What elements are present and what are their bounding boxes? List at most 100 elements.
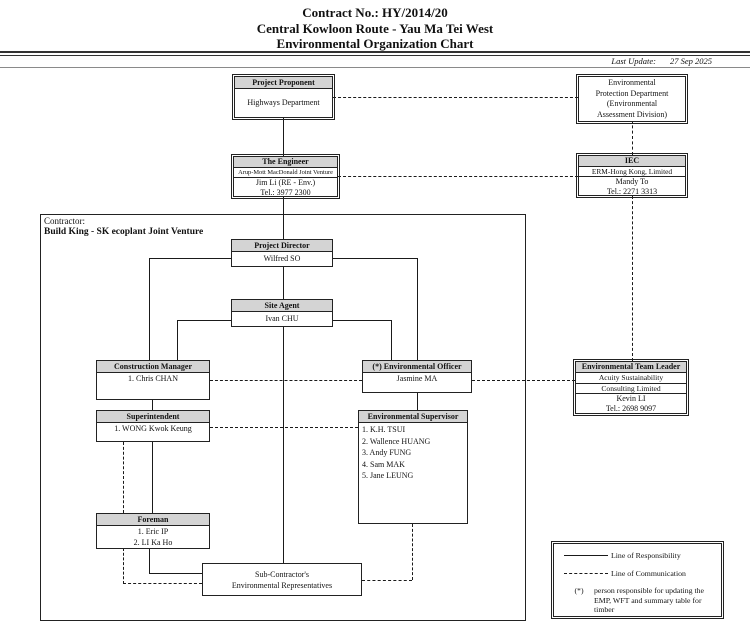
box-iec-contact: Mandy To [615,177,649,186]
last-update-value: 27 Sep 2025 [669,56,712,66]
legend-responsibility-label: Line of Responsibility [611,551,681,560]
contractor-name: Build King - SK ecoplant Joint Venture [44,227,204,237]
subcontractor-line-2: Environmental Representatives [231,581,333,590]
contractor-label-title: Contractor: [44,216,85,226]
box-etl-contact: Kevin LI [616,394,646,403]
box-site-agent: Site Agent Ivan CHU [231,299,333,327]
connector-pd-left-h [149,258,231,259]
box-environmental-officer-name: Jasmine MA [396,374,438,383]
dashed-subcontractor-es [362,580,412,581]
box-iec-tel: Tel.: 2271 3313 [606,187,658,196]
contractor-label: Contractor: Build King - SK ecoplant Joi… [44,216,203,238]
epd-line-3: (Environmental [606,99,658,108]
box-iec-firm: ERM-Hong Kong, Limited [579,167,685,177]
box-construction-manager: Construction Manager 1. Chris CHAN [96,360,210,400]
box-engineer-firm: Arup-Mott MacDonald Joint Venture [234,168,337,178]
connector-sa-left-h [177,320,231,321]
connector-pp-engineer [283,118,284,156]
box-project-director-header: Project Director [232,240,332,252]
connector-siteagent-subcontractor [283,327,284,563]
legend-asterisk-row: (*) person responsible for updating the … [564,586,715,615]
box-foreman: Foreman 1. Eric IP 2. LI Ka Ho [96,513,210,549]
connector-foreman-down [149,548,150,573]
contract-number: Contract No.: HY/2014/20 [302,5,448,20]
legend-box: Line of Responsibility Line of Communica… [551,541,724,619]
box-project-proponent-body: Highways Department [247,98,320,107]
legend-communication-row: Line of Communication [564,569,715,579]
connector-cm-superintendent [152,400,153,410]
connector-superintendent-foreman [152,442,153,513]
box-engineer-tel: Tel.: 3977 2300 [260,188,311,197]
connector-sa-eo-v [391,320,392,360]
box-project-proponent: Project Proponent Highways Department [232,74,335,120]
box-etl-firm-2: Consulting Limited [576,384,686,394]
box-foreman-header: Foreman [97,514,209,526]
box-etl-firm-1: Acuity Sustainability [576,373,686,384]
box-site-agent-header: Site Agent [232,300,332,312]
dashed-superintendent-es [210,427,358,428]
dashed-iec-etl [632,196,633,361]
dashed-into-subcontractor [123,583,202,584]
dashed-line-sample [564,572,608,574]
box-iec: IEC ERM-Hong Kong, Limited Mandy To Tel.… [576,153,688,198]
connector-engineer-pd [283,197,284,239]
dashed-superintendent-down-lower [123,548,124,584]
connector-sa-right-h [333,320,391,321]
box-subcontractor-representatives: Sub-Contractor's Environmental Represent… [202,563,362,596]
es-member-1: 1. K.H. TSUI [362,425,406,434]
epd-line-4: Assessment Division) [597,109,667,119]
chart-title: Environmental Organization Chart [276,36,474,51]
dashed-superintendent-down-upper [123,442,124,513]
box-iec-header: IEC [579,156,685,167]
box-project-director-name: Wilfred SO [263,254,301,263]
box-project-proponent-header: Project Proponent [235,77,332,89]
connector-pd-siteagent [283,267,284,299]
project-name: Central Kowloon Route - Yau Ma Tei West [256,20,494,36]
dashed-epd-iec [632,120,633,155]
dashed-eo-etl [472,380,575,381]
box-etl-header: Environmental Team Leader [576,362,686,373]
box-etl-tel: Tel.: 2698 9097 [605,404,657,413]
foreman-member-1: 1. Eric IP [137,527,169,536]
header-rule-bottom [0,67,750,68]
title-block: Contract No.: HY/2014/20 Central Kowloon… [0,5,750,52]
legend-asterisk-note: person responsible for updating the EMP,… [594,586,704,614]
epd-line-2: Protection Department [595,88,669,98]
connector-foreman-subcontractor [149,573,202,574]
box-site-agent-name: Ivan CHU [265,314,299,323]
header-rule-thin [0,55,750,56]
epd-line-1: Environmental [608,78,656,87]
box-epd: Environmental Protection Department (Env… [576,74,688,124]
box-environmental-supervisor-header: Environmental Supervisor [359,411,467,423]
box-superintendent-header: Superintendent [97,411,209,423]
es-member-4: 4. Sam MAK [362,459,405,469]
es-member-2: 2. Wallence HUANG [362,436,431,446]
box-construction-manager-name: 1. Chris CHAN [127,374,178,383]
box-environmental-officer: (*) Environmental Officer Jasmine MA [362,360,472,393]
es-member-3: 3. Andy FUNG [362,448,412,457]
box-environmental-officer-header: (*) Environmental Officer [363,361,471,373]
box-engineer-header: The Engineer [234,157,337,168]
dashed-cm-eo [210,380,362,381]
box-environmental-team-leader: Environmental Team Leader Acuity Sustain… [573,359,689,416]
last-update: Last Update: 27 Sep 2025 [611,56,712,66]
es-member-5: 5. Jane LEUNG [362,471,414,480]
legend-asterisk-symbol: (*) [574,586,584,595]
dashed-es-down [412,524,413,580]
box-project-director: Project Director Wilfred SO [231,239,333,267]
last-update-label: Last Update: [611,56,656,66]
connector-pd-eo-v [417,258,418,360]
box-engineer: The Engineer Arup-Mott MacDonald Joint V… [231,154,340,199]
box-environmental-supervisor: Environmental Supervisor 1. K.H. TSUI 2.… [358,410,468,524]
connector-pd-cm-v [149,258,150,360]
connector-sa-cm-v [177,320,178,360]
box-superintendent: Superintendent 1. WONG Kwok Keung [96,410,210,442]
dashed-engineer-iec [338,176,578,177]
header-rule-thick [0,51,750,53]
box-construction-manager-header: Construction Manager [97,361,209,373]
foreman-member-2: 2. LI Ka Ho [133,537,173,547]
solid-line-sample [564,555,608,557]
legend-responsibility-row: Line of Responsibility [564,551,715,561]
connector-eo-es [417,392,418,410]
